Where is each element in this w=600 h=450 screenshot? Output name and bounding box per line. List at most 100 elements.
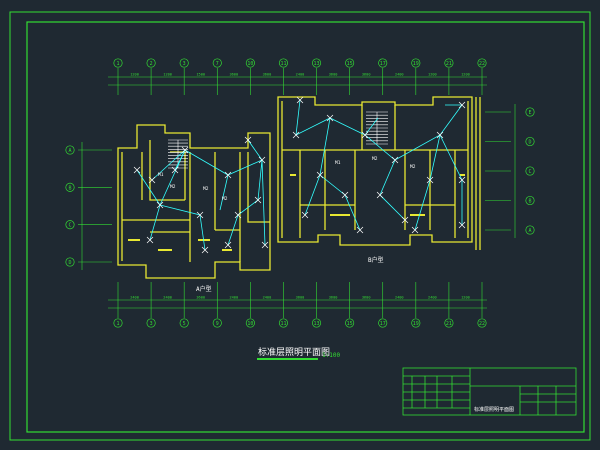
top-axis-label: 22 xyxy=(479,61,485,67)
bottom-axis-label: 21 xyxy=(446,321,452,327)
top-axis-bubble xyxy=(444,58,454,68)
lamp-icon xyxy=(234,211,242,219)
room-labels: M1 M2 M2 M1 M2 M2 M2 xyxy=(158,156,416,202)
right-axis-bubble xyxy=(525,166,535,176)
bottom-axis-label: 17 xyxy=(380,321,386,327)
left-axis-label: B xyxy=(68,185,71,191)
top-axis-label: 19 xyxy=(413,61,419,67)
bottom-axis-label: 1 xyxy=(116,321,119,327)
lamp-icon xyxy=(316,171,324,179)
top-dimension-text: 1200 xyxy=(163,73,172,77)
bottom-axis-label: 22 xyxy=(479,321,485,327)
lamp-icon xyxy=(171,166,179,174)
lamp-icon xyxy=(156,201,164,209)
lamp-icon xyxy=(401,216,409,224)
top-axis-label: 1 xyxy=(116,61,119,67)
svg-text:M2: M2 xyxy=(410,164,416,170)
bottom-axis-bubble xyxy=(378,318,388,328)
bottom-axis-bubble xyxy=(245,318,255,328)
lamp-icon xyxy=(201,246,209,254)
top-axis-bubble xyxy=(345,58,355,68)
bottom-axis-label: 10 xyxy=(247,321,253,327)
svg-text:M2: M2 xyxy=(170,184,176,190)
bottom-axis-bubble xyxy=(146,318,156,328)
top-axis-label: 21 xyxy=(446,61,452,67)
right-axis-bubble xyxy=(525,136,535,147)
top-axis-bubble xyxy=(477,58,487,68)
drawing-frame xyxy=(9,11,591,441)
right-axis-bubble xyxy=(525,107,535,117)
top-dimension-text: 3600 xyxy=(362,73,371,77)
bottom-axis-bubble xyxy=(113,318,123,328)
left-axis-bubble xyxy=(65,145,75,155)
lamp-icon xyxy=(224,171,232,179)
lamp-icon xyxy=(196,211,204,219)
top-dimension-text: 1500 xyxy=(196,73,205,77)
top-axis-bubble xyxy=(278,58,289,68)
left-axis-label: D xyxy=(68,260,71,266)
svg-text:M2: M2 xyxy=(372,156,378,162)
lamp-icon xyxy=(261,241,269,249)
svg-text:M2: M2 xyxy=(203,186,209,192)
title-block-name: 标准层照明平面图 xyxy=(474,406,514,413)
svg-text:M1: M1 xyxy=(335,160,341,166)
top-axis-label: 15 xyxy=(347,61,353,67)
svg-text:M1: M1 xyxy=(158,172,164,178)
bottom-axis-bubble xyxy=(278,318,289,328)
lamp-icon xyxy=(146,236,154,244)
lamp-icon xyxy=(426,176,434,184)
bottom-axis-label: 13 xyxy=(314,321,320,327)
bottom-dimension-text: 2400 xyxy=(395,296,404,300)
bottom-dimension-text: 1200 xyxy=(461,296,470,300)
top-dimension-text: 3600 xyxy=(329,73,338,77)
bottom-dimension-text: 2400 xyxy=(263,296,272,300)
top-dimension-text: 1200 xyxy=(130,73,139,77)
unit-a-label: A户型 xyxy=(196,285,212,293)
bottom-dimension-text: 3600 xyxy=(362,296,371,300)
top-dimension-text: 2400 xyxy=(395,73,404,77)
top-dimension-text: 2400 xyxy=(296,73,305,77)
bottom-axis-label: 15 xyxy=(347,321,353,327)
lamp-icon xyxy=(341,191,349,199)
lamp-icon xyxy=(254,196,262,204)
lamp-icon xyxy=(301,211,309,219)
lamp-icon xyxy=(411,226,419,234)
staircases xyxy=(168,111,388,169)
left-axis-label: A xyxy=(68,148,71,154)
lamp-icon xyxy=(458,176,466,184)
lamp-icon xyxy=(326,114,334,122)
top-axis-bubble xyxy=(212,58,222,68)
top-axis-label: 3 xyxy=(183,61,186,67)
top-axis-label: 13 xyxy=(314,61,320,67)
right-axis-label: A xyxy=(528,228,531,234)
dimension-lines: 1120021200315007360010360011240013360015… xyxy=(65,58,535,328)
top-axis-label: 2 xyxy=(150,61,153,67)
top-axis-bubble xyxy=(179,58,189,68)
lamp-icon xyxy=(391,156,399,164)
bottom-dimension-text: 3600 xyxy=(296,296,305,300)
bottom-dimension-text: 2400 xyxy=(428,296,437,300)
top-axis-label: 10 xyxy=(247,61,253,67)
top-axis-label: 17 xyxy=(380,61,386,67)
bottom-axis-bubble xyxy=(179,318,189,328)
top-dimension-text: 3600 xyxy=(229,73,238,77)
left-axis-label: C xyxy=(68,223,71,229)
lamp-icon xyxy=(292,131,300,139)
unit-b-walls xyxy=(277,96,481,250)
top-axis-bubble xyxy=(113,58,123,68)
right-axis-bubble xyxy=(525,195,535,206)
top-axis-bubble xyxy=(378,58,388,68)
lamp-icon xyxy=(458,101,466,109)
lamp-icon xyxy=(361,131,369,139)
bottom-axis-bubble xyxy=(212,318,222,328)
lamp-icon xyxy=(296,96,304,104)
bottom-axis-label: 3 xyxy=(150,321,153,327)
top-dimension-text: 1200 xyxy=(461,73,470,77)
lamp-icon xyxy=(356,226,364,234)
lamp-icon xyxy=(436,131,444,139)
left-axis-bubble xyxy=(65,257,75,267)
lamp-icon xyxy=(224,241,232,249)
drawing-scale: 1:100 xyxy=(322,352,340,359)
bottom-axis-label: 5 xyxy=(183,321,186,327)
lamp-icon xyxy=(133,166,141,174)
